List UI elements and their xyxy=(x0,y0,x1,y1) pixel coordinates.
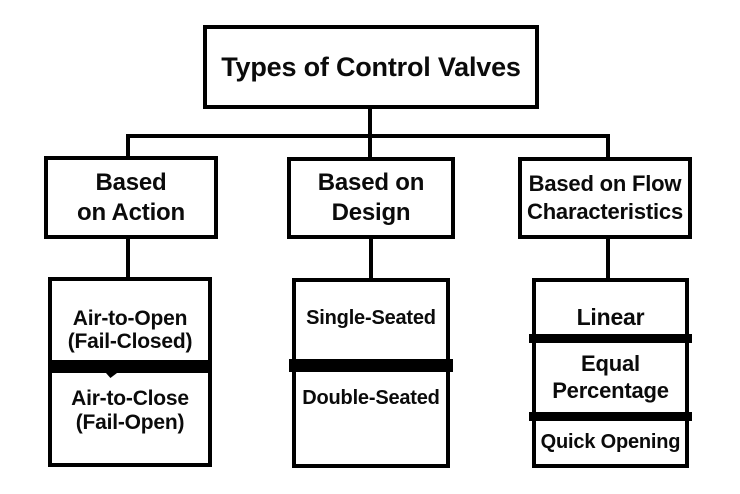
branch-action-label-line2: on Action xyxy=(77,198,185,226)
divider-notch-mark xyxy=(106,373,117,378)
branch-flow-label-line1: Based on Flow xyxy=(528,171,682,196)
divider-bar xyxy=(289,359,453,372)
leaf-item-label: Air-to-Close xyxy=(71,387,189,410)
branch-design-label-line2: Design xyxy=(331,199,411,226)
leaf-item-sublabel: (Fail-Open) xyxy=(75,411,185,434)
connector-action-to-items xyxy=(126,239,130,279)
leaf-group-design: Single-Seated Double-Seated xyxy=(289,278,453,468)
leaf-item-label: Air-to-Open xyxy=(72,307,188,330)
leaf-item-air-to-open: Air-to-Open (Fail-Closed) xyxy=(52,307,208,353)
leaf-item-air-to-close: Air-to-Close (Fail-Open) xyxy=(52,387,208,435)
branch-design-label-line1: Based on xyxy=(317,169,425,196)
leaf-item-single-seated: Single-Seated xyxy=(296,307,446,329)
connector-drop-action xyxy=(126,134,130,158)
branch-action-label-line1: Based xyxy=(95,168,167,196)
root-node-label: Types of Control Valves xyxy=(221,51,521,82)
leaf-item-label: Double-Seated xyxy=(302,387,440,409)
leaf-item-label: Single-Seated xyxy=(306,307,436,329)
leaf-item-label: Linear xyxy=(576,304,645,330)
leaf-item-label: Quick Opening xyxy=(540,431,681,453)
leaf-item-linear: Linear xyxy=(536,304,685,330)
root-node: Types of Control Valves xyxy=(203,25,539,109)
connector-drop-flow xyxy=(606,134,610,159)
connector-design-to-items xyxy=(369,239,373,280)
leaf-item-sublabel: Percentage xyxy=(552,378,669,403)
leaf-item-quick-opening: Quick Opening xyxy=(536,431,685,453)
leaf-group-flow: Linear Equal Percentage Quick Opening xyxy=(529,278,692,468)
divider-bar xyxy=(529,412,692,421)
divider-bar xyxy=(529,334,692,343)
branch-flow-label-line2: Characteristics xyxy=(527,199,683,224)
leaf-item-label: Equal xyxy=(581,351,640,376)
leaf-group-action: Air-to-Open (Fail-Closed) Air-to-Close (… xyxy=(48,277,212,467)
branch-node-flow: Based on Flow Characteristics xyxy=(518,157,692,239)
connector-trunk xyxy=(368,109,372,158)
leaf-item-double-seated: Double-Seated xyxy=(296,387,446,409)
connector-rail xyxy=(126,134,610,138)
leaf-item-equal-percentage: Equal Percentage xyxy=(536,350,685,404)
leaf-item-sublabel: (Fail-Closed) xyxy=(67,330,193,353)
connector-flow-to-items xyxy=(606,239,610,280)
branch-node-design: Based on Design xyxy=(287,157,455,239)
divider-bar xyxy=(48,360,212,373)
branch-node-action: Based on Action xyxy=(44,156,218,239)
